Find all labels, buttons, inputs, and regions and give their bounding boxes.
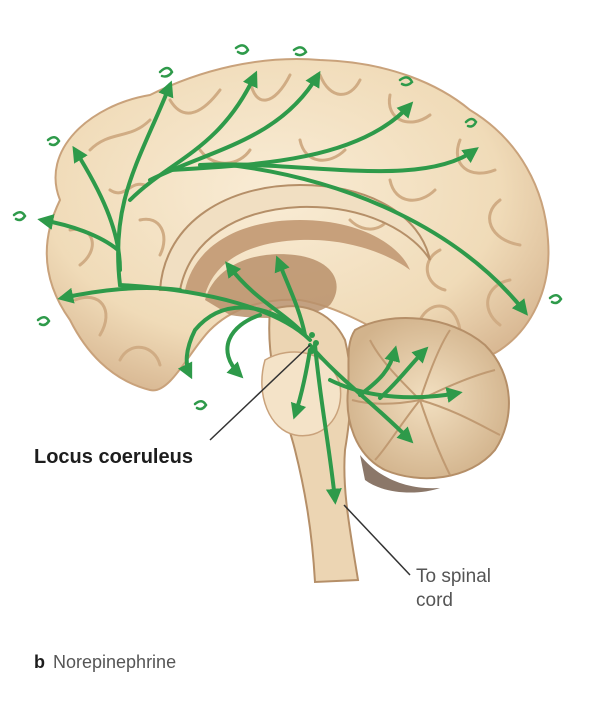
spinal-leader-line [343,504,411,576]
figure-caption: b Norepinephrine [34,652,176,673]
fourth-ventricle-shadow [360,455,440,493]
caption-letter: b [34,652,45,672]
cerebellum-folia [351,329,501,476]
locus-coeruleus-label: Locus coeruleus [34,446,193,468]
locus-coeruleus-dots [309,332,319,354]
to-spinal-line1: To spinal [416,566,491,587]
gyri-folds [68,73,522,367]
locus-leader-line [209,344,311,441]
caption-text: Norepinephrine [53,652,177,672]
to-spinal-line2: cord [416,590,453,611]
norepinephrine-pathways [37,70,528,505]
to-spinal-cord-label: To spinal cord [416,565,556,613]
curl-terminal-icons [12,44,563,411]
ventricle [185,220,410,295]
corpus-callosum [158,183,431,291]
